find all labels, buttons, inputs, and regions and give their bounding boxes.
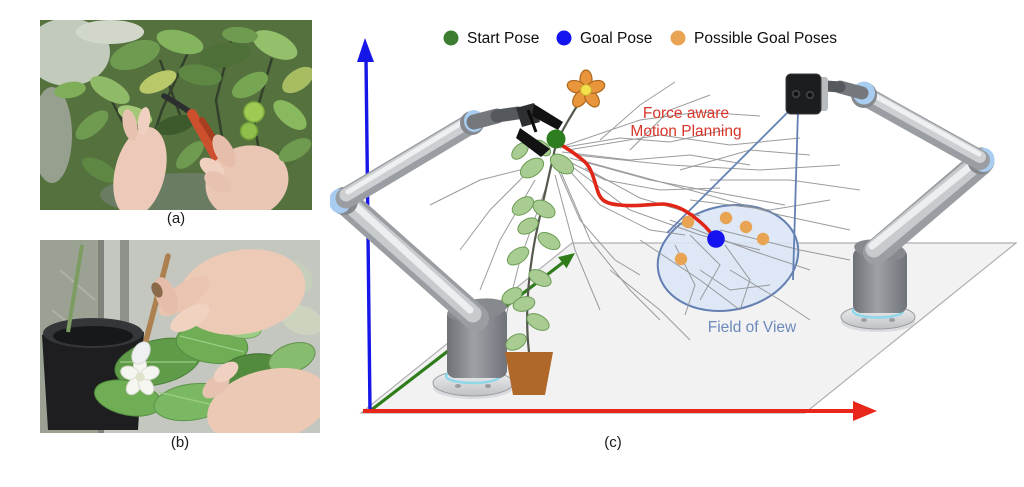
upper-hand [151, 249, 306, 335]
field-of-view-label: Field of View [708, 319, 797, 336]
depth-camera [785, 73, 828, 115]
gripper [516, 103, 563, 157]
legend-goal-label: Goal Pose [580, 30, 652, 47]
plant-cane [66, 244, 84, 333]
legend-start-label: Start Pose [467, 30, 539, 47]
force-aware-label-line1: Force aware [643, 105, 729, 122]
caption-a: (a) [166, 210, 186, 227]
legend-possible-label: Possible Goal Poses [694, 30, 837, 47]
photo-pruning [40, 20, 312, 210]
greenhouse-frame [120, 240, 129, 370]
start-pose-dot [546, 129, 566, 149]
citrus-fruits [239, 101, 265, 141]
photo-pollination [40, 240, 320, 433]
plant [501, 69, 606, 395]
caption-b: (b) [170, 434, 190, 451]
diagram-dual-arm-setup: Force aware Motion Planning Field of Vie… [330, 30, 1018, 451]
left-hand [113, 107, 167, 210]
legend-start-dot [443, 30, 459, 46]
legend-possible-dot [670, 30, 686, 46]
lower-hand [202, 361, 320, 433]
right-hand [199, 134, 289, 210]
goal-pose-dot [707, 230, 725, 248]
white-flower [120, 356, 160, 396]
force-aware-label-line2: Motion Planning [630, 123, 741, 140]
legend-goal-dot [556, 30, 572, 46]
caption-c: (c) [604, 434, 622, 451]
possible-goal-pose-dots [674, 211, 770, 266]
legend: Start Pose Goal Pose Possible Goal Poses [443, 30, 837, 47]
left-robot-arm [330, 106, 525, 399]
orange-flower [566, 69, 606, 108]
right-robot-arm [785, 73, 995, 332]
pollination-brush [131, 253, 171, 365]
flower-pot [505, 352, 553, 395]
x-axis [363, 401, 877, 421]
planned-trajectory-path [554, 140, 715, 238]
